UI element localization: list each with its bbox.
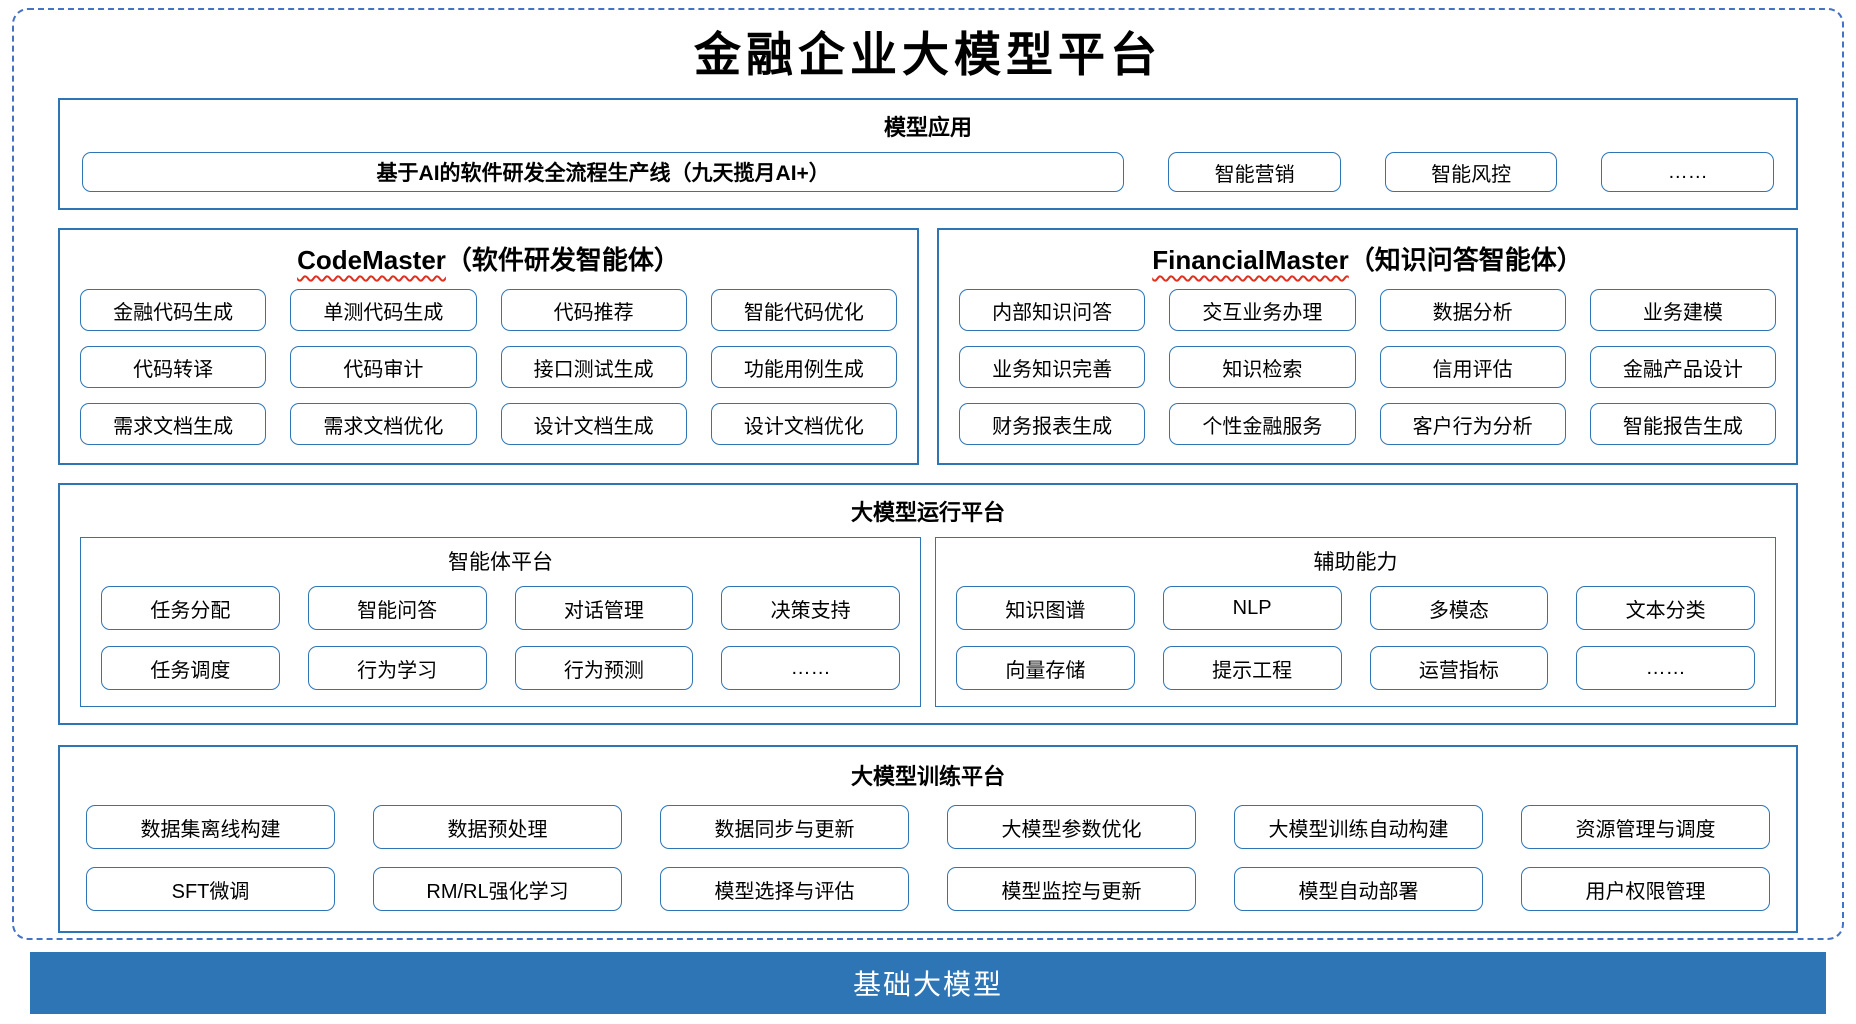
feature-chip: 业务建模 <box>1589 289 1776 331</box>
feature-chip: 智能代码优化 <box>710 289 897 331</box>
feature-chip-ellipsis: …… <box>721 646 900 690</box>
agent-platform-grid: 任务分配 智能问答 对话管理 决策支持 任务调度 行为学习 行为预测 …… <box>101 586 900 690</box>
agents-row: CodeMaster（软件研发智能体） 金融代码生成 单测代码生成 代码推荐 智… <box>58 228 1798 465</box>
feature-chip: 文本分类 <box>1576 586 1755 630</box>
financialmaster-title: FinancialMaster（知识问答智能体） <box>959 240 1776 277</box>
subsection-aux-capability: 辅助能力 知识图谱 NLP 多模态 文本分类 向量存储 提示工程 运营指标 …… <box>935 537 1776 707</box>
feature-chip: 用户权限管理 <box>1521 867 1770 911</box>
feature-chip: 大模型训练自动构建 <box>1234 805 1483 849</box>
feature-chip: 个性金融服务 <box>1169 403 1356 445</box>
feature-chip: 智能风控 <box>1384 152 1558 192</box>
pipeline-box: 基于AI的软件研发全流程生产线（九天揽月AI+） <box>82 152 1125 192</box>
feature-chip: 代码推荐 <box>500 289 687 331</box>
feature-chip: 信用评估 <box>1379 346 1566 388</box>
feature-chip: 代码审计 <box>290 346 477 388</box>
section-model-application: 模型应用 基于AI的软件研发全流程生产线（九天揽月AI+） 智能营销 智能风控 … <box>58 98 1798 210</box>
feature-chip: 行为学习 <box>307 646 487 690</box>
model-application-title: 模型应用 <box>883 115 972 140</box>
codemaster-grid: 金融代码生成 单测代码生成 代码推荐 智能代码优化 代码转译 代码审计 接口测试… <box>80 289 897 445</box>
feature-chip: 大模型参数优化 <box>947 805 1196 849</box>
section-runtime-platform: 大模型运行平台 智能体平台 任务分配 智能问答 对话管理 决策支持 任务调度 行… <box>58 483 1798 725</box>
feature-chip: 模型选择与评估 <box>660 867 909 911</box>
codemaster-subtitle: （软件研发智能体） <box>445 245 680 275</box>
feature-chip: 数据集离线构建 <box>86 805 335 849</box>
section-training-platform: 大模型训练平台 数据集离线构建 数据预处理 数据同步与更新 大模型参数优化 大模… <box>58 745 1798 933</box>
feature-chip: 单测代码生成 <box>290 289 477 331</box>
financialmaster-name: FinancialMaster <box>1152 245 1349 275</box>
feature-chip: 需求文档生成 <box>80 403 267 445</box>
feature-chip-ellipsis: …… <box>1576 646 1755 690</box>
feature-chip: 数据预处理 <box>373 805 622 849</box>
feature-chip: 交互业务办理 <box>1169 289 1356 331</box>
codemaster-title: CodeMaster（软件研发智能体） <box>80 240 897 277</box>
feature-chip: 金融代码生成 <box>80 289 267 331</box>
feature-chip: 提示工程 <box>1162 646 1342 690</box>
platform-dashed-frame: 金融企业大模型平台 模型应用 基于AI的软件研发全流程生产线（九天揽月AI+） … <box>12 8 1844 940</box>
feature-chip: 功能用例生成 <box>710 346 897 388</box>
section-codemaster: CodeMaster（软件研发智能体） 金融代码生成 单测代码生成 代码推荐 智… <box>58 228 919 465</box>
subsection-agent-platform: 智能体平台 任务分配 智能问答 对话管理 决策支持 任务调度 行为学习 行为预测… <box>80 537 921 707</box>
feature-chip: 数据同步与更新 <box>660 805 909 849</box>
feature-chip: 客户行为分析 <box>1379 403 1566 445</box>
feature-chip: 智能问答 <box>307 586 487 630</box>
feature-chip: 设计文档生成 <box>500 403 687 445</box>
feature-chip: 需求文档优化 <box>290 403 477 445</box>
feature-chip: 财务报表生成 <box>959 403 1146 445</box>
feature-chip: 决策支持 <box>721 586 900 630</box>
feature-chip: 任务分配 <box>101 586 280 630</box>
feature-chip: 资源管理与调度 <box>1521 805 1770 849</box>
feature-chip: SFT微调 <box>86 867 335 911</box>
feature-chip: 代码转译 <box>80 346 267 388</box>
aux-capability-grid: 知识图谱 NLP 多模态 文本分类 向量存储 提示工程 运营指标 …… <box>956 586 1755 690</box>
feature-chip: 模型自动部署 <box>1234 867 1483 911</box>
aux-capability-title: 辅助能力 <box>1313 551 1398 574</box>
foundation-model-bar: 基础大模型 <box>30 952 1826 1014</box>
feature-chip: 运营指标 <box>1369 646 1549 690</box>
feature-chip: 智能报告生成 <box>1589 403 1776 445</box>
feature-chip: 智能营销 <box>1168 152 1341 192</box>
feature-chip: 接口测试生成 <box>500 346 687 388</box>
agent-platform-title: 智能体平台 <box>448 551 553 574</box>
feature-chip: 任务调度 <box>101 646 280 690</box>
feature-chip: 知识检索 <box>1169 346 1356 388</box>
training-grid: 数据集离线构建 数据预处理 数据同步与更新 大模型参数优化 大模型训练自动构建 … <box>86 805 1770 911</box>
feature-chip: 行为预测 <box>514 646 694 690</box>
runtime-row: 智能体平台 任务分配 智能问答 对话管理 决策支持 任务调度 行为学习 行为预测… <box>80 537 1776 707</box>
runtime-platform-title: 大模型运行平台 <box>850 500 1005 525</box>
feature-chip: 业务知识完善 <box>959 346 1146 388</box>
feature-chip: 对话管理 <box>514 586 694 630</box>
financialmaster-subtitle: （知识问答智能体） <box>1348 245 1583 275</box>
codemaster-name: CodeMaster <box>297 245 446 275</box>
feature-chip-ellipsis: …… <box>1601 152 1774 192</box>
feature-chip: 模型监控与更新 <box>947 867 1196 911</box>
feature-chip: 向量存储 <box>956 646 1135 690</box>
feature-chip: 知识图谱 <box>956 586 1135 630</box>
page-title: 金融企业大模型平台 <box>694 28 1162 83</box>
feature-chip: NLP <box>1162 586 1342 630</box>
feature-chip: 金融产品设计 <box>1589 346 1776 388</box>
section-financialmaster: FinancialMaster（知识问答智能体） 内部知识问答 交互业务办理 数… <box>937 228 1798 465</box>
training-platform-title: 大模型训练平台 <box>850 764 1005 789</box>
feature-chip: RM/RL强化学习 <box>373 867 622 911</box>
feature-chip: 设计文档优化 <box>710 403 897 445</box>
feature-chip: 数据分析 <box>1379 289 1566 331</box>
model-application-row: 基于AI的软件研发全流程生产线（九天揽月AI+） 智能营销 智能风控 …… <box>82 152 1774 192</box>
feature-chip: 多模态 <box>1369 586 1549 630</box>
financialmaster-grid: 内部知识问答 交互业务办理 数据分析 业务建模 业务知识完善 知识检索 信用评估… <box>959 289 1776 445</box>
feature-chip: 内部知识问答 <box>959 289 1146 331</box>
